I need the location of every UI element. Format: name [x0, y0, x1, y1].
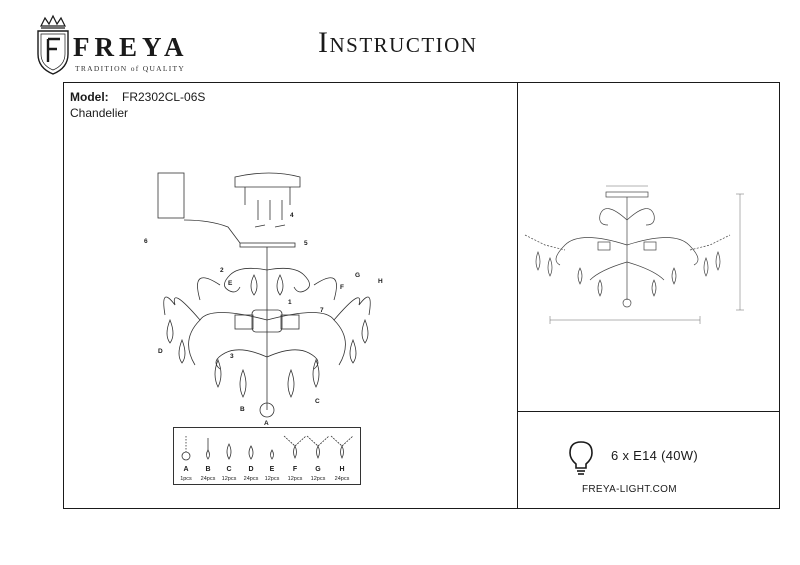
part-letter-b: B: [205, 466, 211, 473]
model-line: Model: FR2302CL-06S: [70, 90, 205, 104]
document-title: Instruction: [318, 26, 478, 59]
part-qty-e: 12pcs: [264, 476, 280, 482]
lamp-spec: 6 x E14 (40W): [611, 448, 698, 463]
drawing-letter-f: F: [340, 284, 344, 291]
side-elevation-drawing: [524, 185, 744, 324]
part-letter-c: C: [226, 466, 232, 473]
content-frame: [63, 82, 780, 509]
part-letter-h: H: [339, 466, 345, 473]
exploded-diagram: 6 4 5 2 1 7 3 A B C D E F G H: [144, 172, 383, 425]
vertical-divider: [517, 82, 518, 509]
brand-logo: FREYA TRADITION of QUALITY: [33, 14, 213, 76]
brand-tagline: TRADITION of QUALITY: [75, 64, 186, 73]
part-qty-f: 12pcs: [287, 476, 303, 482]
part-letter-g: G: [315, 466, 321, 473]
callout-3: 3: [230, 353, 234, 360]
part-letter-a: A: [183, 466, 189, 473]
freya-crest-icon: [37, 14, 69, 75]
drawing-letter-h: H: [378, 278, 383, 285]
callout-7: 7: [320, 307, 324, 314]
drawing-letter-g: G: [355, 272, 360, 279]
horizontal-divider: [517, 411, 780, 412]
parts-icons: [181, 435, 354, 461]
part-qty-c: 12pcs: [221, 476, 237, 482]
part-qty-g: 12pcs: [310, 476, 326, 482]
brand-name: FREYA: [73, 32, 189, 62]
website-url: FREYA-LIGHT.COM: [582, 484, 677, 495]
part-qty-b: 24pcs: [200, 476, 216, 482]
drawing-letter-a: A: [264, 420, 269, 425]
drawing-letter-d: D: [158, 348, 163, 355]
part-qty-d: 24pcs: [243, 476, 259, 482]
callout-6: 6: [144, 238, 148, 245]
light-bulb-icon: [569, 441, 593, 475]
drawing-letter-c: C: [315, 398, 320, 405]
callout-5: 5: [304, 240, 308, 247]
product-category: Chandelier: [70, 106, 129, 120]
drawing-letter-e: E: [228, 280, 233, 287]
callout-2: 2: [220, 267, 224, 274]
callout-1: 1: [288, 299, 292, 306]
parts-table: A B C D E F G H 1pcs 24pcs 12pcs 24pcs 1…: [173, 427, 361, 485]
part-letter-d: D: [248, 466, 254, 473]
drawing-letter-b: B: [240, 406, 245, 413]
model-value: FR2302CL-06S: [122, 90, 206, 104]
part-qty-h: 24pcs: [334, 476, 350, 482]
part-letter-f: F: [292, 466, 298, 473]
part-letter-e: E: [269, 466, 275, 473]
model-label: Model:: [70, 90, 109, 104]
callout-4: 4: [290, 212, 294, 219]
part-qty-a: 1pcs: [180, 476, 192, 482]
